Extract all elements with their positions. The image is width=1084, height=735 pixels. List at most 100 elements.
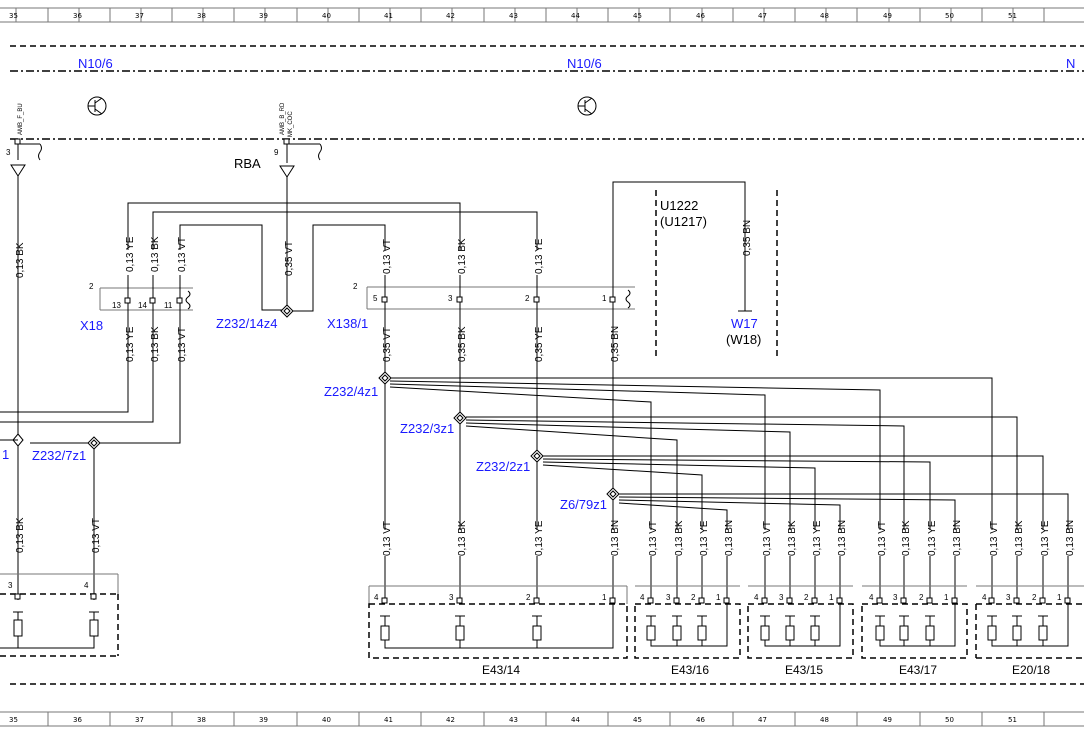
pin-number: 5 [373, 294, 378, 303]
pin-number: 2 [1032, 593, 1037, 602]
pin-name: AMB_F_BU [18, 103, 24, 135]
wire-label: 0,13 BK [457, 520, 468, 556]
ruler-num: 45 [633, 716, 642, 724]
ruler-num: 47 [758, 716, 767, 724]
pin-name: MK_COC [288, 111, 294, 137]
wire-label: 0,13 VT [762, 521, 773, 556]
rba-label: RBA [234, 156, 261, 171]
splice-label: Z232/14z4 [216, 316, 277, 331]
module-n10-6: N10/6 N10/6 N AMB_F_BU AMB_B_RD MK_COC [10, 45, 1084, 140]
wire-label: 0,13 YE [812, 520, 823, 556]
connector-label: X18 [80, 318, 103, 333]
ruler-num: 44 [571, 12, 580, 20]
transistor-icon [87, 96, 107, 116]
wire-label: 0,13 YE [1040, 520, 1051, 556]
wire-label: 0,13 BK [150, 236, 161, 272]
u-label: U1222 [660, 198, 698, 213]
wire-label: 0,35 YE [534, 326, 545, 362]
wire-label: 0,13 BN [1065, 520, 1076, 556]
wire-label: 0,13 VT [177, 237, 188, 272]
component-label: E43/14 [482, 663, 520, 677]
u1222-w17-group: U1222 (U1217) 0,35 BN W17 (W18) [655, 190, 778, 356]
ruler-num: 37 [135, 716, 144, 724]
wire-label: 0,13 YE [534, 520, 545, 556]
splice-label: Z232/7z1 [32, 448, 86, 463]
ruler-num: 41 [384, 716, 393, 724]
ground-label: W17 [731, 316, 758, 331]
ruler-num: 38 [197, 12, 206, 20]
component-label: E43/16 [671, 663, 709, 677]
splice-label: 1 [2, 447, 9, 462]
pin-number: 1 [1057, 593, 1062, 602]
ruler-num: 43 [509, 12, 518, 20]
ruler-num: 39 [259, 12, 268, 20]
ruler-num: 35 [9, 716, 18, 724]
wire-label: 0,13 BK [1014, 520, 1025, 556]
wire-label: 0,13 BK [150, 326, 161, 362]
pin-number: 2 [804, 593, 809, 602]
component-label: E20/18 [1012, 663, 1050, 677]
transistor-icon [577, 96, 597, 116]
ruler-num: 50 [945, 716, 954, 724]
wire-label: 0,13 VT [648, 521, 659, 556]
pin-number: 1 [944, 593, 949, 602]
splice-label: Z232/4z1 [324, 384, 378, 399]
ruler-num: 41 [384, 12, 393, 20]
pin-number: 14 [138, 301, 147, 310]
rba-group: 9 RBA 0,35 VT Z232/14z4 [216, 138, 386, 331]
wire-label: 0,13 BK [457, 238, 468, 274]
pin-number: 4 [84, 581, 89, 590]
wire-label: 0,13 YE [534, 238, 545, 274]
wire-label: 0,13 VT [382, 521, 393, 556]
ruler-num: 49 [883, 12, 892, 20]
component-e20-18: 4 3 2 1 E20/18 [975, 556, 1084, 677]
pin-number: 4 [982, 593, 987, 602]
wire-label: 0,13 BK [15, 242, 26, 278]
ruler-num: 47 [758, 12, 767, 20]
pin-number: 13 [112, 301, 121, 310]
splice-fanout: Z232/4z1 Z232/3z1 Z232/2z1 Z6/79z1 [324, 371, 1069, 530]
pin-number: 2 [525, 294, 530, 303]
wire-label: 0,13 BK [901, 520, 912, 556]
wire-label: 0,35 BN [610, 326, 621, 362]
wire-label: 0,13 VT [177, 327, 188, 362]
pin-number: 3 [448, 294, 453, 303]
ruler-num: 45 [633, 12, 642, 20]
component-e43-14: 4 3 2 1 E43/14 [368, 556, 628, 677]
pin-number: 3 [666, 593, 671, 602]
ruler-num: 36 [73, 12, 82, 20]
ruler-num: 42 [446, 716, 455, 724]
ground-label: (W18) [726, 332, 761, 347]
pin-number: 4 [869, 593, 874, 602]
pin-number: 1 [602, 294, 607, 303]
ruler-num: 51 [1008, 12, 1017, 20]
connector-num: 2 [353, 282, 358, 291]
wire-label: 0,13 BN [952, 520, 963, 556]
wire-label: 0,13 BN [610, 520, 621, 556]
bottom-wire-labels: 0,13 VT 0,13 BK 0,13 YE 0,13 BN 0,13 VT … [382, 520, 1076, 556]
left-lamp-group: 3 4 [0, 556, 119, 657]
ruler-num: 44 [571, 716, 580, 724]
wire-label: 0,13 YE [125, 236, 136, 272]
ruler-num: 48 [820, 12, 829, 20]
pin-number: 3 [6, 148, 11, 157]
ruler-num: 37 [135, 12, 144, 20]
connector-num: 2 [89, 282, 94, 291]
wire-label: 0,35 VT [284, 241, 295, 276]
wire-label: 0,13 VT [91, 518, 102, 553]
ruler-num: 49 [883, 716, 892, 724]
pin-number: 4 [640, 593, 645, 602]
wire-label: 0,35 BK [457, 326, 468, 362]
splice-label: Z6/79z1 [560, 497, 607, 512]
pin-number: 4 [754, 593, 759, 602]
module-label: N10/6 [567, 56, 602, 71]
pin-number: 4 [374, 593, 379, 602]
ruler-num: 40 [322, 12, 331, 20]
wire-label: 0,13 YE [125, 326, 136, 362]
wire-label: 0,35 VT [382, 327, 393, 362]
pin-number: 3 [449, 593, 454, 602]
ruler-num: 43 [509, 716, 518, 724]
module-label: N10/6 [78, 56, 113, 71]
pin-number: 3 [1006, 593, 1011, 602]
